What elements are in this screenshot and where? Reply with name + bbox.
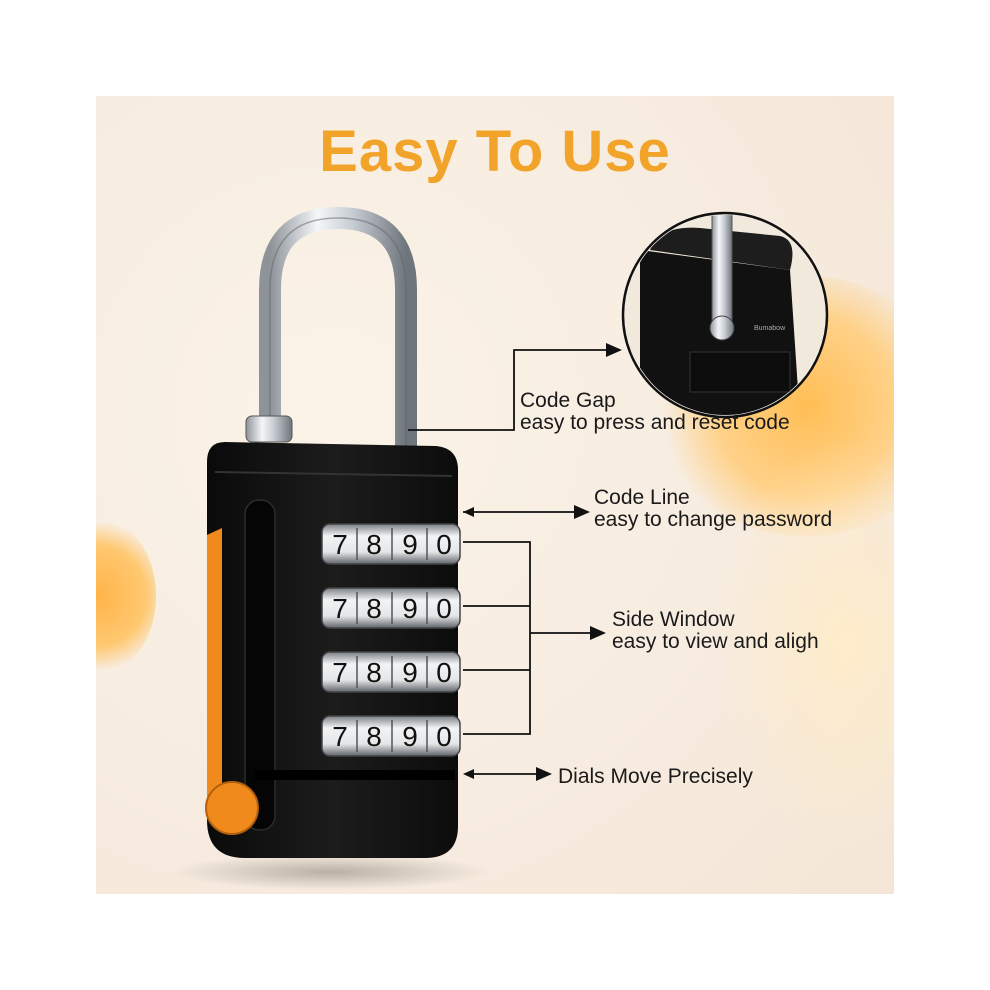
dial-digit: 7 <box>332 529 348 560</box>
callout-code-line: Code Line easy to change password <box>594 487 832 531</box>
page-title: Easy To Use <box>319 119 671 184</box>
lock-shadow <box>170 854 490 890</box>
callout-code-line-desc: easy to change password <box>594 508 833 531</box>
callout-dials: Dials Move Precisely <box>558 766 753 788</box>
dial-digit: 0 <box>436 593 452 624</box>
dial-digit: 9 <box>402 721 418 752</box>
dial-digit: 8 <box>366 657 382 688</box>
dial-digit: 0 <box>436 529 452 560</box>
callout-dials-title: Dials Move Precisely <box>558 765 753 788</box>
callout-code-gap: Code Gap easy to press and reset code <box>520 390 790 434</box>
callout-code-line-title: Code Line <box>594 486 690 509</box>
code-gap-inset: Bumabow <box>621 211 829 419</box>
callout-code-gap-desc: easy to press and reset code <box>520 411 790 434</box>
inset-brand-text: Bumabow <box>754 325 786 332</box>
dial-digit: 0 <box>436 657 452 688</box>
dial-digit: 8 <box>366 721 382 752</box>
callout-side-window-desc: easy to view and aligh <box>612 630 819 653</box>
callout-code-gap-title: Code Gap <box>520 389 616 412</box>
dial-digit: 7 <box>332 721 348 752</box>
dial-digit: 0 <box>436 721 452 752</box>
callout-side-window-title: Side Window <box>612 608 735 631</box>
dial-digit: 7 <box>332 657 348 688</box>
callout-side-window: Side Window easy to view and aligh <box>612 609 819 653</box>
dial-digit: 8 <box>366 593 382 624</box>
dial-digit: 9 <box>402 529 418 560</box>
dial-digit: 9 <box>402 593 418 624</box>
shackle-collar <box>245 415 293 443</box>
dial-digit: 7 <box>332 593 348 624</box>
callout-arrowheads <box>463 343 622 781</box>
dial-digit: 8 <box>366 529 382 560</box>
orange-reset-button <box>205 781 259 835</box>
dial-digit: 9 <box>402 657 418 688</box>
callout-lines <box>408 349 612 775</box>
orange-side-strip <box>207 528 222 800</box>
